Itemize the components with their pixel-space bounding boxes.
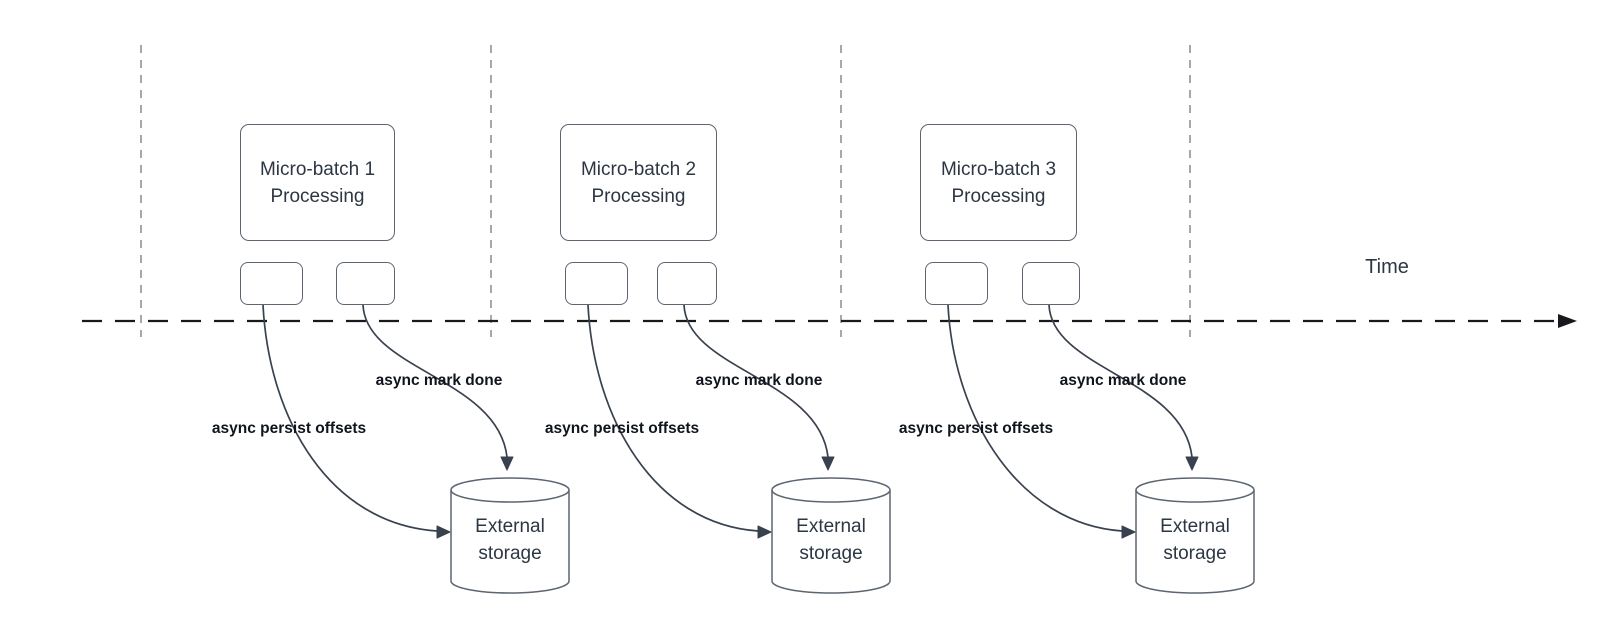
micro-batch-title: Micro-batch 1 Processing xyxy=(260,156,375,210)
external-storage-cylinder xyxy=(771,477,891,594)
persist-offsets-label: async persist offsets xyxy=(898,420,1054,437)
mark-done-arrowhead-icon xyxy=(1185,456,1199,471)
persist-offsets-task-rect xyxy=(565,262,628,305)
mark-done-label: async mark done xyxy=(1059,372,1187,389)
persist-offsets-task-rect xyxy=(240,262,303,305)
persist-offsets-task-rect xyxy=(925,262,988,305)
persist-offsets-arrowhead-icon xyxy=(436,525,451,539)
time-axis-arrowhead-icon xyxy=(1558,314,1577,328)
micro-batch-title: Micro-batch 3 Processing xyxy=(941,156,1056,210)
persist-offsets-label: async persist offsets xyxy=(211,420,367,437)
mark-done-task-rect xyxy=(1022,262,1080,305)
micro-batch-title-line2: Processing xyxy=(270,185,365,207)
micro-batch-title-line1: Micro-batch 1 xyxy=(259,158,376,180)
mark-done-arrowhead-icon xyxy=(500,456,514,471)
mark-done-arrow xyxy=(683,304,829,458)
external-storage-label: External storage xyxy=(796,516,866,564)
persist-offsets-arrowhead-icon xyxy=(757,525,772,539)
mark-done-task-rect xyxy=(657,262,717,305)
micro-batch-title: Micro-batch 2 Processing xyxy=(581,156,696,210)
mark-done-label: async mark done xyxy=(695,372,823,389)
mark-done-task-rect xyxy=(336,262,395,305)
external-storage-cylinder xyxy=(1135,477,1255,594)
mark-done-arrow xyxy=(1048,304,1193,458)
persist-offsets-arrowhead-icon xyxy=(1121,525,1136,539)
time-axis-label: Time xyxy=(1365,256,1409,278)
micro-batch-title-line1: Micro-batch 3 xyxy=(940,158,1057,180)
persist-offsets-arrow xyxy=(262,304,438,532)
micro-batch-processing-box: Micro-batch 1 Processing xyxy=(240,124,395,241)
micro-batch-title-line2: Processing xyxy=(951,185,1046,207)
external-storage-cylinder xyxy=(450,477,570,594)
persist-offsets-arrow xyxy=(587,304,759,532)
mark-done-arrowhead-icon xyxy=(821,456,835,471)
external-storage-label: External storage xyxy=(1160,516,1230,564)
persist-offsets-label: async persist offsets xyxy=(544,420,700,437)
mark-done-arrow xyxy=(362,304,508,458)
micro-batch-processing-box: Micro-batch 3 Processing xyxy=(920,124,1077,241)
mark-done-label: async mark done xyxy=(375,372,503,389)
persist-offsets-arrow xyxy=(947,304,1123,532)
micro-batch-title-line2: Processing xyxy=(591,185,686,207)
micro-batch-title-line1: Micro-batch 2 xyxy=(580,158,697,180)
micro-batch-processing-box: Micro-batch 2 Processing xyxy=(560,124,717,241)
external-storage-label: External storage xyxy=(475,516,545,564)
